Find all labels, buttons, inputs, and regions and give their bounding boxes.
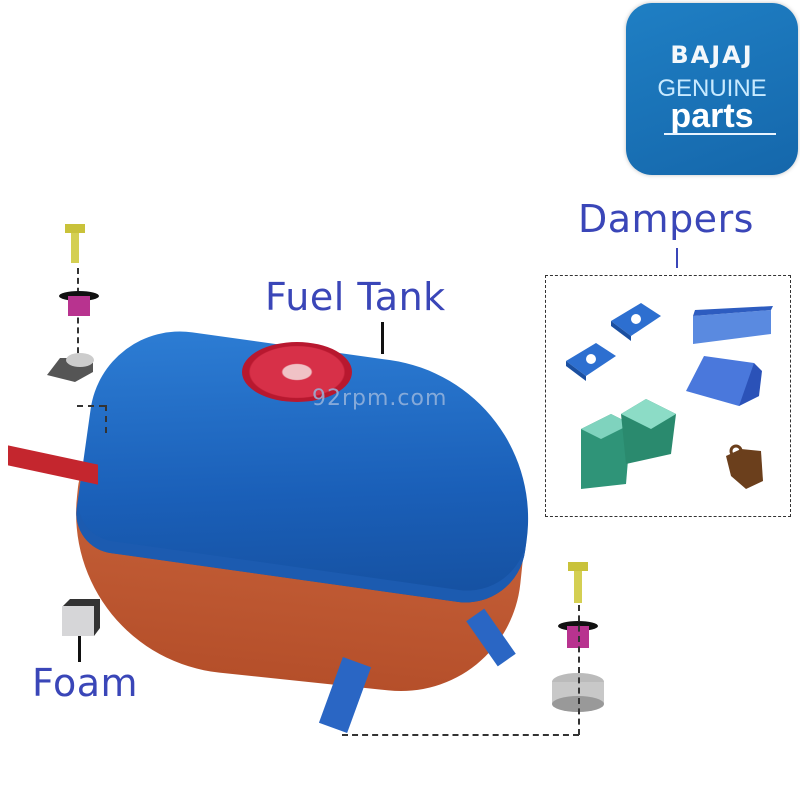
logo-underline (664, 133, 776, 135)
right-assembly-dash-line (578, 605, 580, 735)
collar-icon (59, 291, 99, 316)
logo-brand: BAJAJ (670, 41, 754, 69)
foam-icon (62, 599, 100, 636)
fuel-tank-leader-line (381, 322, 384, 354)
blue-damper-small-icon (566, 343, 616, 381)
bolt-icon (65, 224, 85, 263)
dampers-leader-line (676, 248, 678, 268)
fuel-tank-label: Fuel Tank (265, 275, 446, 319)
brown-damper-icon (726, 444, 763, 489)
bolt-icon (568, 562, 588, 603)
bajaj-genuine-parts-logo: BAJAJ GENUINE parts (626, 3, 798, 175)
foam-label: Foam (32, 661, 139, 705)
right-assembly-dash-line (342, 734, 579, 736)
dampers-group-box (545, 275, 791, 517)
logo-parts: parts (670, 97, 754, 135)
dampers-label: Dampers (578, 197, 754, 241)
left-assembly-dash-line (105, 405, 107, 433)
blue-damper-block-icon (686, 356, 762, 406)
blue-damper-block-icon (693, 306, 773, 344)
watermark: 92rpm.com (312, 386, 448, 411)
left-assembly-dash-line (77, 405, 105, 407)
left-assembly-dash-line (77, 268, 79, 373)
green-damper-pair-icon (581, 399, 676, 489)
blue-damper-small-icon (611, 303, 661, 341)
fuel-cap-icon (242, 342, 352, 402)
rubber-mount-icon (47, 353, 94, 382)
foam-leader-line (78, 636, 81, 662)
logo-genuine: GENUINE (657, 75, 767, 102)
